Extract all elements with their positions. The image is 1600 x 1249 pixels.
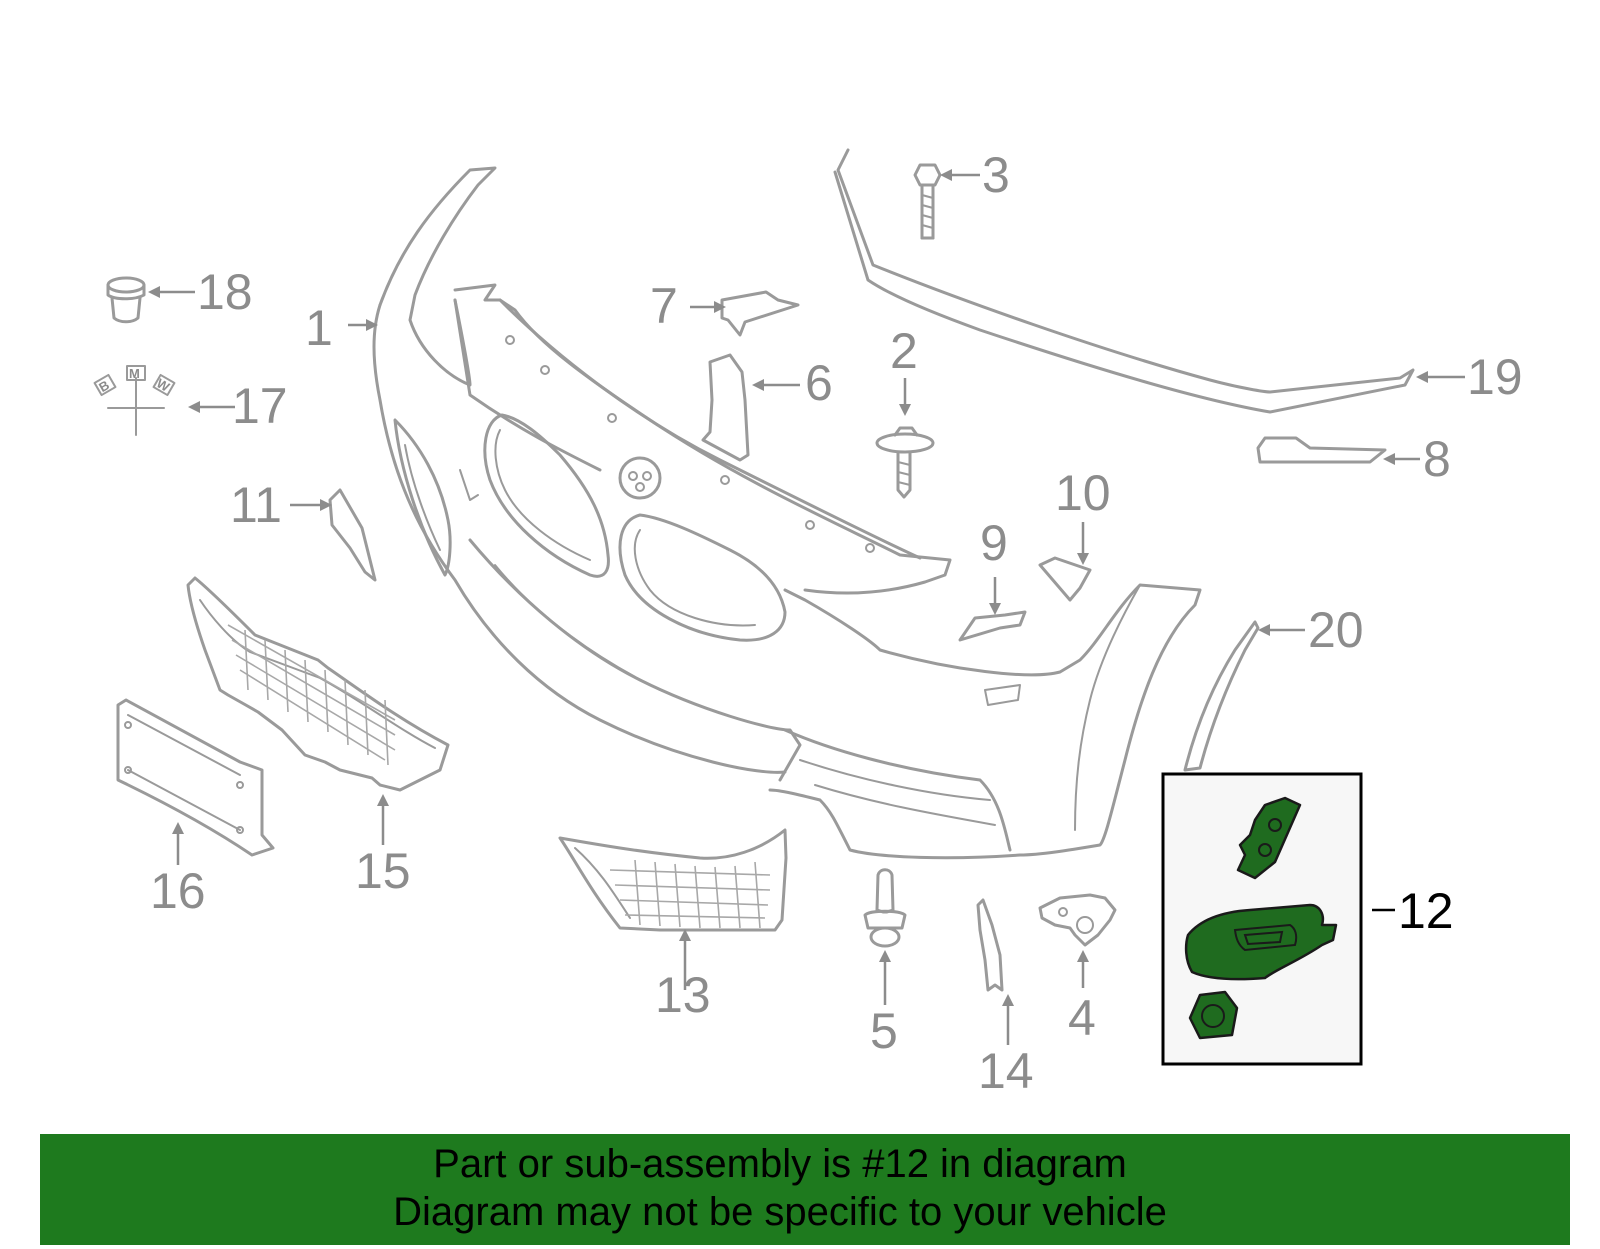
badge-emblem-part: M B W (93, 365, 176, 436)
license-plate-bracket-part (116, 698, 275, 857)
callout-20: 20 (1308, 602, 1364, 658)
bracket-7-part (720, 290, 800, 337)
callout-17: 17 (232, 378, 288, 434)
callout-8: 8 (1423, 431, 1451, 487)
cap-10-part (1038, 556, 1092, 602)
clip-nut-part (1038, 893, 1117, 947)
trim-strip-14-part (976, 898, 1004, 992)
callout-5: 5 (870, 1003, 898, 1059)
side-cover-part (328, 488, 377, 582)
callout-19: 19 (1467, 349, 1523, 405)
highlight-group-12 (1161, 772, 1363, 1066)
callout-15: 15 (355, 843, 411, 899)
grommet-part (106, 276, 146, 324)
callout-labels: 1 2 3 4 5 6 7 8 9 10 11 12 13 14 15 16 1… (150, 147, 1523, 1099)
callout-16: 16 (150, 863, 206, 919)
side-grille-part (558, 828, 788, 932)
callout-9: 9 (980, 515, 1008, 571)
badge-letter-m: M (129, 366, 140, 381)
banner-line-part-number: Part or sub-assembly is #12 in diagram (433, 1142, 1127, 1186)
banner-line-disclaimer: Diagram may not be specific to your vehi… (393, 1190, 1167, 1234)
callout-18: 18 (197, 264, 253, 320)
callout-3: 3 (982, 147, 1010, 203)
callout-1: 1 (305, 300, 333, 356)
callout-14: 14 (978, 1043, 1034, 1099)
callout-12: 12 (1398, 883, 1454, 939)
tow-hook-cover-part (1236, 796, 1302, 880)
screw-part (875, 426, 935, 499)
info-banner: Part or sub-assembly is #12 in diagram D… (40, 1134, 1570, 1245)
fog-lamp-housing-part (1184, 903, 1338, 981)
callout-2: 2 (890, 323, 918, 379)
tow-cap-part (958, 610, 1027, 642)
callout-13: 13 (655, 967, 711, 1023)
upper-trim-strip-part (833, 148, 1415, 414)
leader-lines (148, 169, 1465, 1045)
trim-8-part (1256, 436, 1387, 464)
callout-4: 4 (1068, 990, 1096, 1046)
callout-6: 6 (805, 355, 833, 411)
callout-7: 7 (650, 278, 678, 334)
push-clip-part (863, 868, 907, 948)
lower-grille-part (186, 576, 450, 792)
bolt-part (913, 163, 942, 240)
bumper-cover-part (372, 166, 1202, 860)
retainer-nut-part (1188, 990, 1239, 1040)
callout-11: 11 (230, 477, 282, 533)
bracket-6-part (701, 353, 750, 462)
side-trim-part (1183, 620, 1260, 772)
callout-10: 10 (1055, 465, 1111, 521)
badge-letter-b: B (96, 377, 112, 395)
